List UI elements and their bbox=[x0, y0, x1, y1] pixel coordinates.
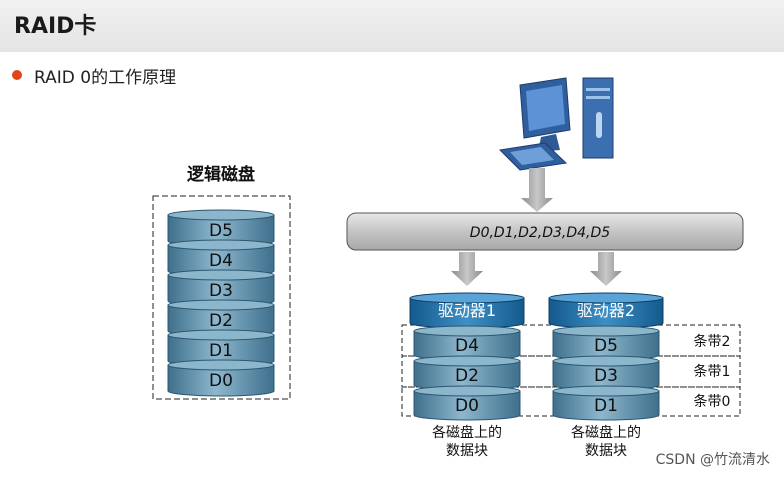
logical-block-d5-label: D5 bbox=[209, 221, 233, 241]
drive1-block-d4-label: D4 bbox=[455, 336, 479, 356]
bullet-text: RAID 0的工作原理 bbox=[34, 68, 177, 88]
drive1-caption-line1: 各磁盘上的 bbox=[432, 424, 502, 441]
drive2-header: 驱动器2 bbox=[548, 292, 664, 329]
logical-block-d3: D3 bbox=[167, 269, 275, 307]
logical-disk-title: 逻辑磁盘 bbox=[187, 164, 255, 185]
drive2-block-d1: D1 bbox=[552, 385, 660, 421]
drive1-block-d4: D4 bbox=[413, 325, 521, 361]
drive1-block-d0: D0 bbox=[413, 385, 521, 421]
computer-icon bbox=[498, 77, 614, 171]
drive2-block-d5: D5 bbox=[552, 325, 660, 361]
stripe-label-0: 条带0 bbox=[694, 393, 731, 410]
drive1-block-d2-label: D2 bbox=[455, 366, 479, 386]
drive1-caption-line2: 数据块 bbox=[446, 443, 488, 459]
logical-block-d1-label: D1 bbox=[209, 341, 233, 361]
drive1-label: 驱动器1 bbox=[438, 301, 496, 320]
drive1-block-d2: D2 bbox=[413, 355, 521, 391]
drive2-label: 驱动器2 bbox=[577, 301, 635, 320]
slide-header: RAID卡 bbox=[0, 0, 784, 52]
stripe-label-2: 条带2 bbox=[694, 333, 731, 350]
drive2-caption-line1: 各磁盘上的 bbox=[571, 424, 641, 441]
logical-block-d3-label: D3 bbox=[209, 281, 233, 301]
logical-disk-frame bbox=[152, 195, 291, 400]
watermark: CSDN @竹流清水 bbox=[656, 452, 770, 468]
bullet-dot bbox=[12, 70, 22, 80]
arrow-bus-to-drive2 bbox=[590, 252, 622, 286]
drive2-caption-line2: 数据块 bbox=[585, 443, 627, 459]
logical-block-d4-label: D4 bbox=[209, 251, 233, 271]
logical-block-d4: D4 bbox=[167, 239, 275, 277]
stripe-label-1: 条带1 bbox=[694, 363, 731, 380]
bus-label: D0,D1,D2,D3,D4,D5 bbox=[470, 225, 610, 241]
drive2-block-d1-label: D1 bbox=[594, 396, 618, 416]
logical-block-d2-label: D2 bbox=[209, 311, 233, 331]
arrow-bus-to-drive1 bbox=[451, 252, 483, 286]
drive1-block-d0-label: D0 bbox=[455, 396, 479, 416]
arrow-computer-to-bus bbox=[521, 168, 553, 212]
drive2-block-d5-label: D5 bbox=[594, 336, 618, 356]
logical-block-d0-label: D0 bbox=[209, 371, 233, 391]
logical-block-d0: D0 bbox=[167, 359, 275, 397]
data-bus bbox=[346, 212, 744, 251]
slide-title: RAID卡 bbox=[14, 14, 97, 39]
drive2-block-d3-label: D3 bbox=[594, 366, 618, 386]
drive2-block-d3: D3 bbox=[552, 355, 660, 391]
drive1-header: 驱动器1 bbox=[409, 292, 525, 329]
